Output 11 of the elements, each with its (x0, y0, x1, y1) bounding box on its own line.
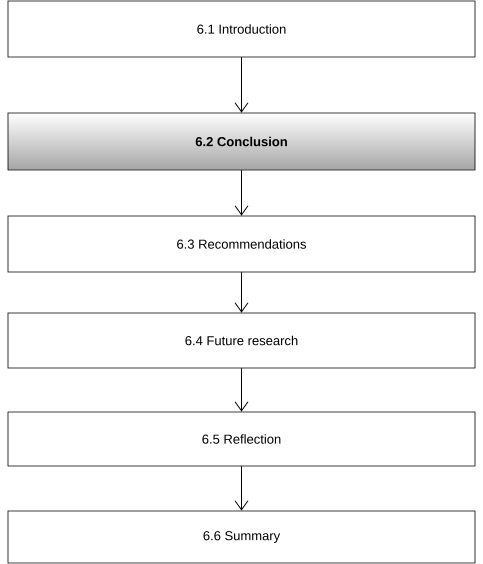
process-box: 6.1 Introduction (8, 0, 476, 58)
arrow (234, 272, 248, 313)
arrow (234, 56, 248, 113)
process-box: 6.3 Recommendations (8, 216, 476, 272)
highlighted-box: 6.2 Conclusion (8, 112, 476, 170)
arrow (234, 170, 248, 216)
arrow (234, 466, 248, 511)
process-box: 6.5 Reflection (8, 412, 476, 466)
arrow (234, 368, 248, 412)
process-box: 6.6 Summary (8, 510, 476, 564)
process-box: 6.4 Future research (8, 312, 476, 368)
